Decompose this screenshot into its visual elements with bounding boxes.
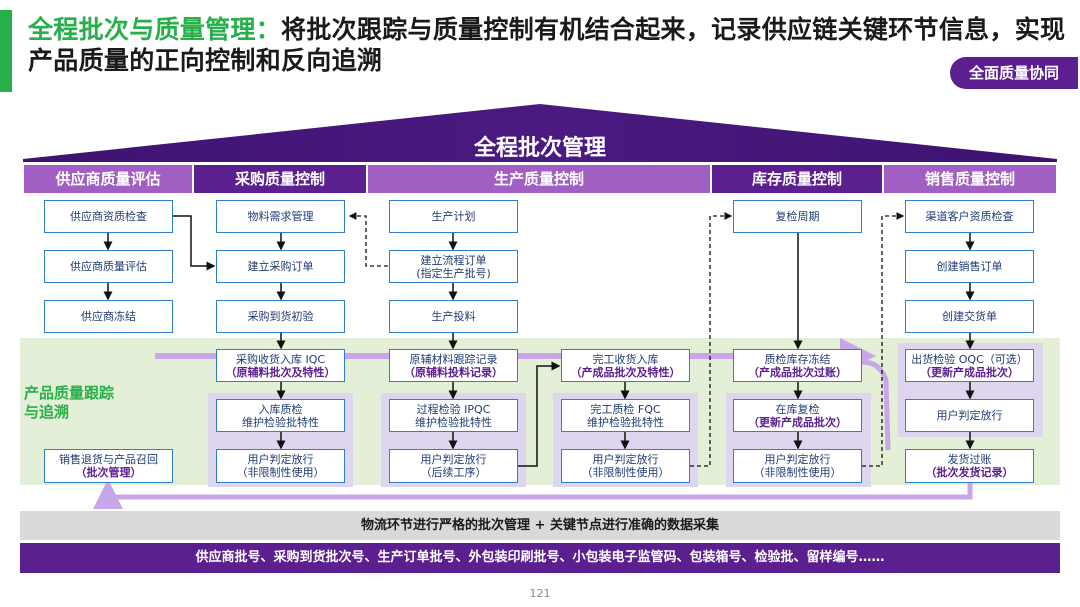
stage-supplier: 供应商质量评估 [24,165,192,193]
inbound-qc-box: 入库质检维护检验批特性 [216,399,345,432]
material-req-box: 物料需求管理 [216,200,345,233]
supplier-check-box: 供应商资质检查 [44,200,173,233]
user-release-box-3: 用户判定放行（非限制性使用） [561,449,690,483]
user-release-box-2: 用户判定放行（后续工序） [389,449,518,483]
process-order-box: 建立流程订单(指定生产批号) [389,250,518,283]
oqc-box: 出货检验 OQC（可选）（更新产成品批次） [905,349,1034,382]
create-delivery-box: 创建交货单 [905,300,1034,333]
batch-numbers-bar: 供应商批号、采购到货批次号、生产订单批号、外包装印刷批号、小包装电子监管码、包装… [20,543,1060,573]
create-po-box: 建立采购订单 [216,250,345,283]
quality-badge: 全面质量协同 [950,57,1078,89]
stage-production: 生产质量控制 [368,165,710,193]
stage-sales: 销售质量控制 [884,165,1056,193]
inspect-freeze-box: 质检库存冻结（产成品批次过账） [733,349,862,382]
roof-label: 全程批次管理 [473,136,606,161]
create-so-box: 创建销售订单 [905,250,1034,283]
stage-purchase: 采购质量控制 [194,165,366,193]
page-number: 121 [529,587,551,600]
user-release-box-5: 用户判定放行 [905,399,1034,432]
roof-shape [23,104,1057,162]
arrival-check-box: 采购到货初验 [216,300,345,333]
ship-post-box: 发货过账（批次发货记录） [905,449,1034,483]
receipt-iqc-box: 采购收货入库 IQC（原辅料批次及特性） [216,349,345,382]
accent-bar [0,10,12,92]
recheck-cycle-box: 复检周期 [733,200,862,233]
finish-receipt-box: 完工收货入库（产成品批次及特性） [561,349,690,382]
stock-recheck-box: 在库复检（更新产成品批次） [733,399,862,432]
supplier-freeze-box: 供应商冻结 [44,300,173,333]
page-title: 全程批次与质量管理：将批次跟踪与质量控制有机结合起来，记录供应链关键环节信息，实… [28,15,1066,75]
prod-plan-box: 生产计划 [389,200,518,233]
supplier-eval-box: 供应商质量评估 [44,250,173,283]
channel-check-box: 渠道客户资质检查 [905,200,1034,233]
material-trace-box: 原辅材料跟踪记录（原辅料投料记录） [389,349,518,382]
stage-inventory: 库存质量控制 [712,165,882,193]
logistics-bar: 物流环节进行严格的批次管理 + 关键节点进行准确的数据采集 [20,511,1060,540]
prod-input-box: 生产投料 [389,300,518,333]
return-recall-box: 销售退货与产品召回（批次管理） [44,449,173,483]
user-release-box-4: 用户判定放行（非限制性使用） [733,449,862,483]
user-release-box-1: 用户判定放行（非限制性使用） [216,449,345,483]
band-label: 产品质量跟踪与追溯 [24,384,115,421]
